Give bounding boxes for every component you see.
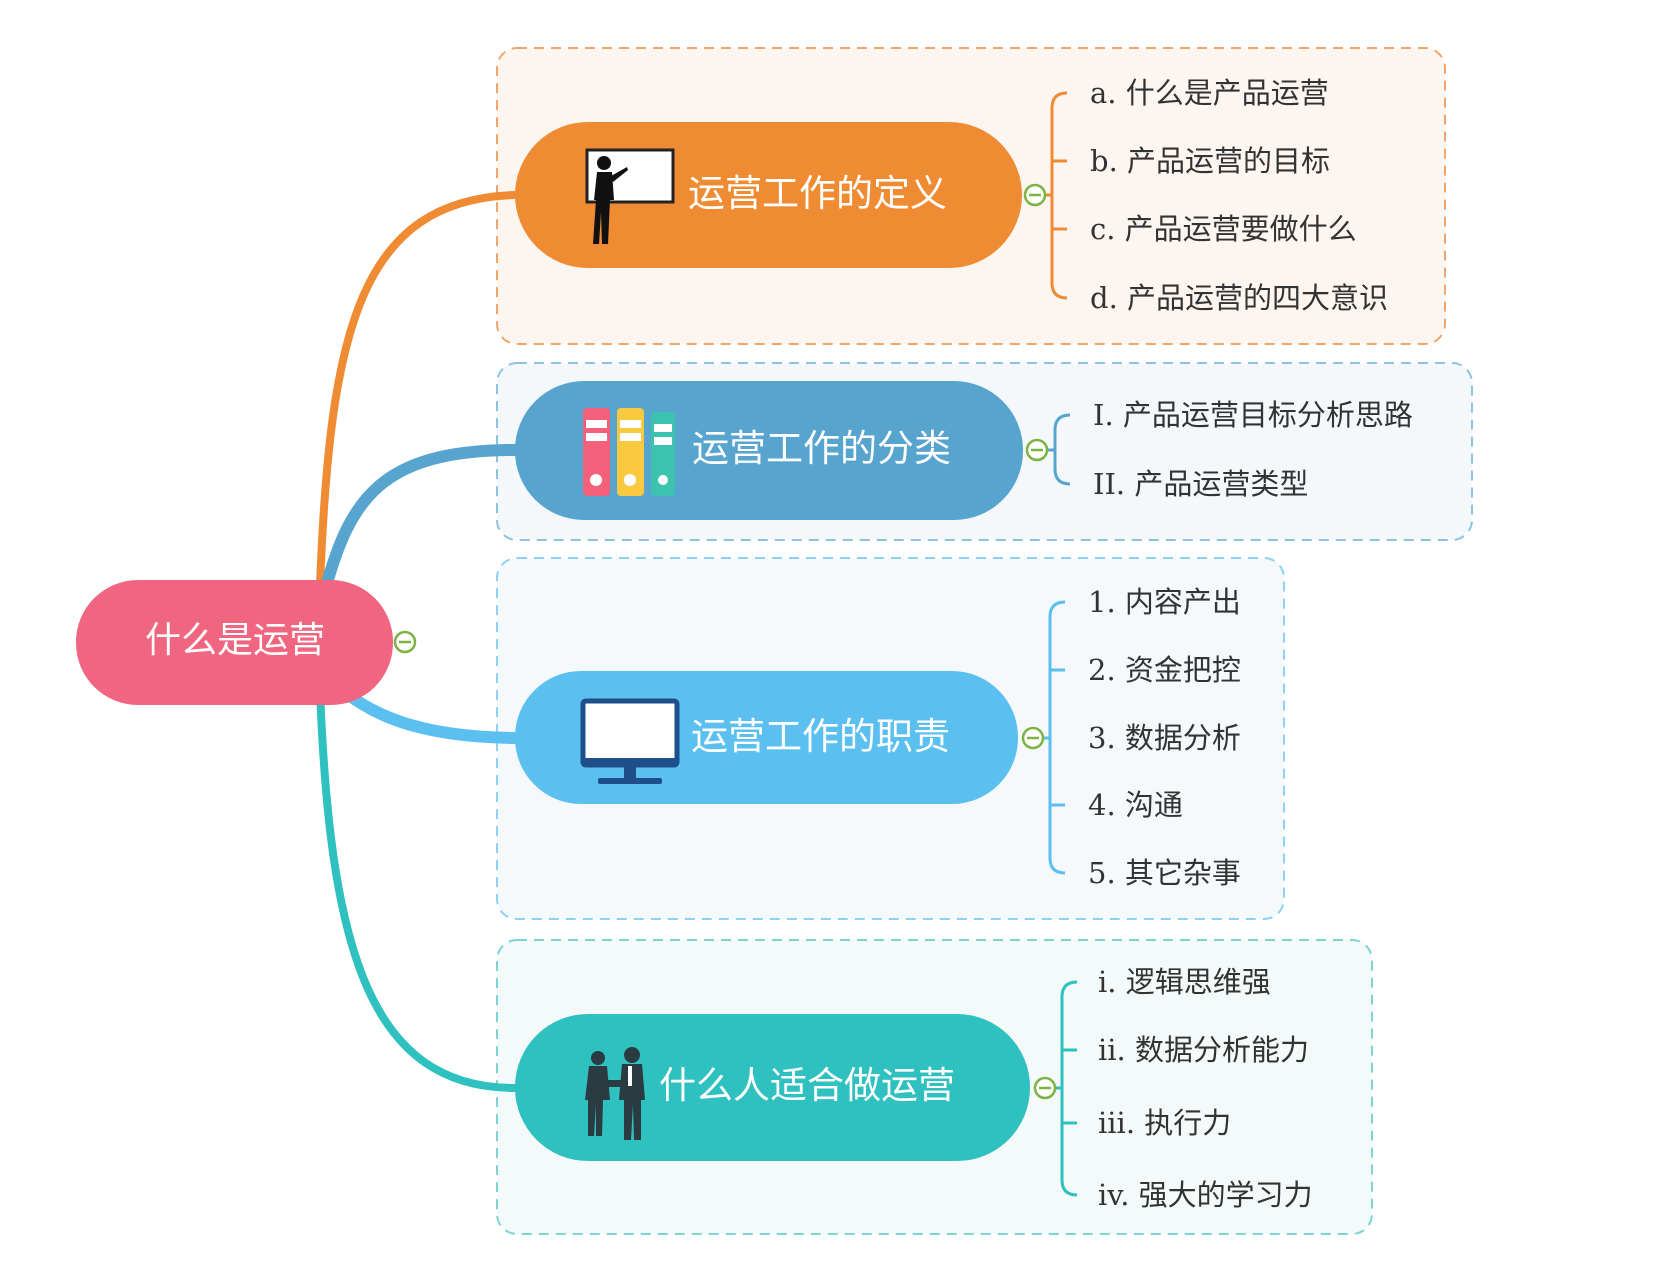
topic-label-classification: 运营工作的分类 (692, 427, 951, 470)
handshake-icon (585, 1047, 645, 1140)
leaf-definition-2[interactable]: b. 产品运营的目标 (1090, 144, 1331, 178)
leaf-duties-4[interactable]: 4. 沟通 (1088, 788, 1183, 822)
leaf-definition-1[interactable]: a. 什么是产品运营 (1090, 76, 1329, 110)
leaf-duties-3[interactable]: 3. 数据分析 (1088, 721, 1241, 755)
collapse-toggle-root[interactable] (393, 630, 417, 654)
leaf-duties-2[interactable]: 2. 资金把控 (1088, 653, 1241, 687)
collapse-toggle-definition[interactable] (1023, 183, 1047, 207)
leaf-suitable-1[interactable]: i. 逻辑思维强 (1098, 965, 1271, 999)
topic-label-duties: 运营工作的职责 (691, 715, 950, 758)
collapse-toggle-classification[interactable] (1025, 438, 1049, 462)
root-node[interactable] (76, 580, 393, 705)
leaf-suitable-4[interactable]: iv. 强大的学习力 (1098, 1178, 1313, 1212)
topic-suitable[interactable] (515, 1014, 1030, 1161)
leaf-definition-3[interactable]: c. 产品运营要做什么 (1090, 212, 1357, 246)
connector-duties (339, 686, 521, 744)
leaf-suitable-3[interactable]: iii. 执行力 (1098, 1106, 1232, 1140)
leaf-definition-4[interactable]: d. 产品运营的四大意识 (1090, 281, 1389, 315)
leaf-suitable-2[interactable]: ii. 数据分析能力 (1098, 1033, 1309, 1067)
connector-definition (316, 191, 519, 589)
leaf-duties-5[interactable]: 5. 其它杂事 (1088, 856, 1241, 890)
teacher-at-board-icon (585, 148, 675, 244)
collapse-toggle-duties[interactable] (1021, 726, 1045, 750)
collapse-toggle-suitable[interactable] (1033, 1076, 1057, 1100)
leaf-classification-2[interactable]: II. 产品运营类型 (1093, 467, 1309, 501)
connector-suitable (316, 686, 519, 1092)
topic-label-suitable: 什么人适合做运营 (659, 1064, 955, 1107)
connector-classification (319, 444, 521, 596)
binders-icon (583, 408, 675, 496)
topic-label-definition: 运营工作的定义 (688, 172, 947, 215)
leaf-duties-1[interactable]: 1. 内容产出 (1088, 585, 1241, 619)
monitor-icon (580, 698, 680, 784)
leaf-classification-1[interactable]: I. 产品运营目标分析思路 (1093, 398, 1413, 432)
root-label: 什么是运营 (145, 620, 326, 661)
